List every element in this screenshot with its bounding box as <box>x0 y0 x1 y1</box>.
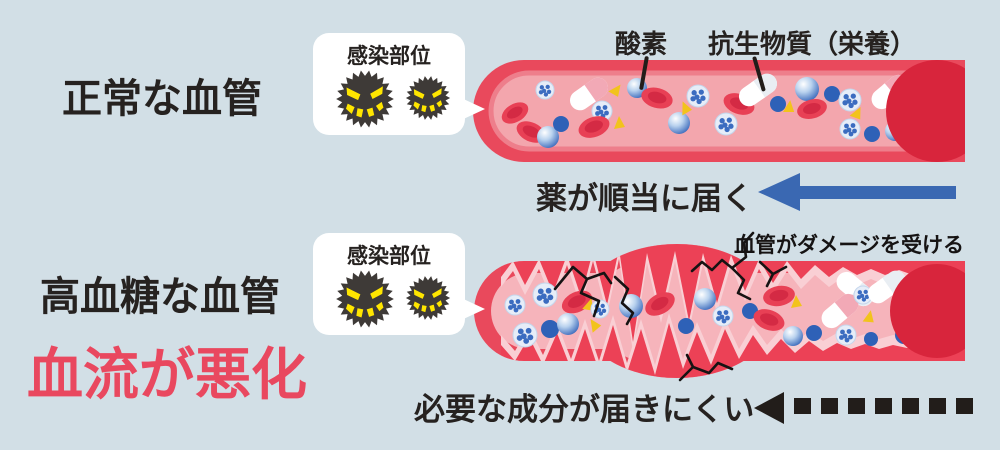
infection-site-callout: 感染部位 <box>313 33 465 135</box>
normal-flow-text: 薬が順当に届く <box>536 181 753 216</box>
germ-icon <box>335 269 395 329</box>
infection-site-label: 感染部位 <box>347 45 431 68</box>
arrow-dash <box>902 397 919 414</box>
germ-icon <box>405 75 451 121</box>
infection-site-callout: 感染部位 <box>313 233 465 335</box>
arrow-dash <box>794 397 811 414</box>
damaged-flow-text: 必要な成分が届きにくい <box>414 392 755 427</box>
blood-flow-status-text: 血流が悪化 <box>27 343 307 406</box>
normal-vessel-illustration <box>473 60 965 162</box>
blue-flow-arrow <box>758 173 956 211</box>
antibiotic-label: 抗生物質（栄養） <box>708 29 917 59</box>
arrow-dash <box>821 397 838 414</box>
infection-site-label: 感染部位 <box>347 245 431 268</box>
arrow-dashes <box>784 397 973 419</box>
germ-icon <box>335 69 395 129</box>
black-dashed-arrow <box>754 392 973 424</box>
arrow-dash <box>956 397 973 414</box>
germ-icon <box>405 275 451 321</box>
damaged-vessel-illustration <box>474 231 965 382</box>
arrow-head-icon <box>754 392 784 424</box>
arrow-dash <box>875 397 892 414</box>
arrow-dash <box>929 397 946 414</box>
arrow-dash <box>848 397 865 414</box>
vessel-damage-label: 血管がダメージを受ける <box>734 234 964 257</box>
normal-vessel-title: 正常な血管 <box>62 77 262 121</box>
damaged-vessel-title: 高血糖な血管 <box>40 275 280 319</box>
oxygen-label: 酸素 <box>615 29 668 59</box>
